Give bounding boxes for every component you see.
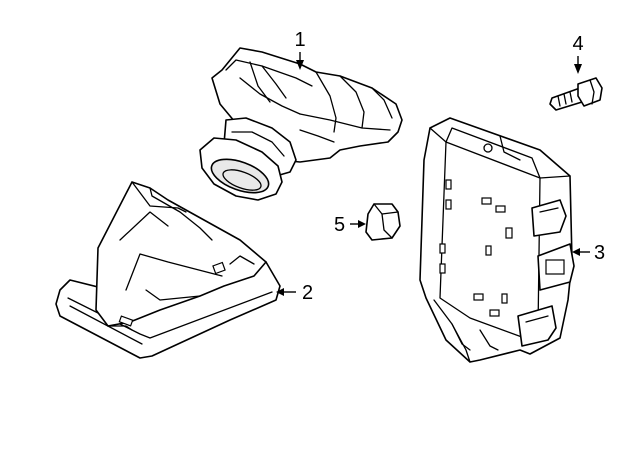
callout-4: 4 [572,33,584,74]
callout-3: 3 [572,242,605,264]
callout-label-2: 2 [302,282,313,304]
callout-2: 2 [276,282,313,304]
callout-label-5: 5 [334,214,345,236]
callout-label-1: 1 [294,29,305,51]
part-4-bolt [549,77,603,111]
part-3-module [419,117,575,363]
callout-label-3: 3 [594,242,605,264]
callout-1: 1 [294,29,306,70]
callout-label-4: 4 [572,33,583,55]
callout-5: 5 [334,214,366,236]
part-1-camera [199,47,403,201]
part-2-bracket [55,181,281,359]
part-5-clip [365,203,401,241]
